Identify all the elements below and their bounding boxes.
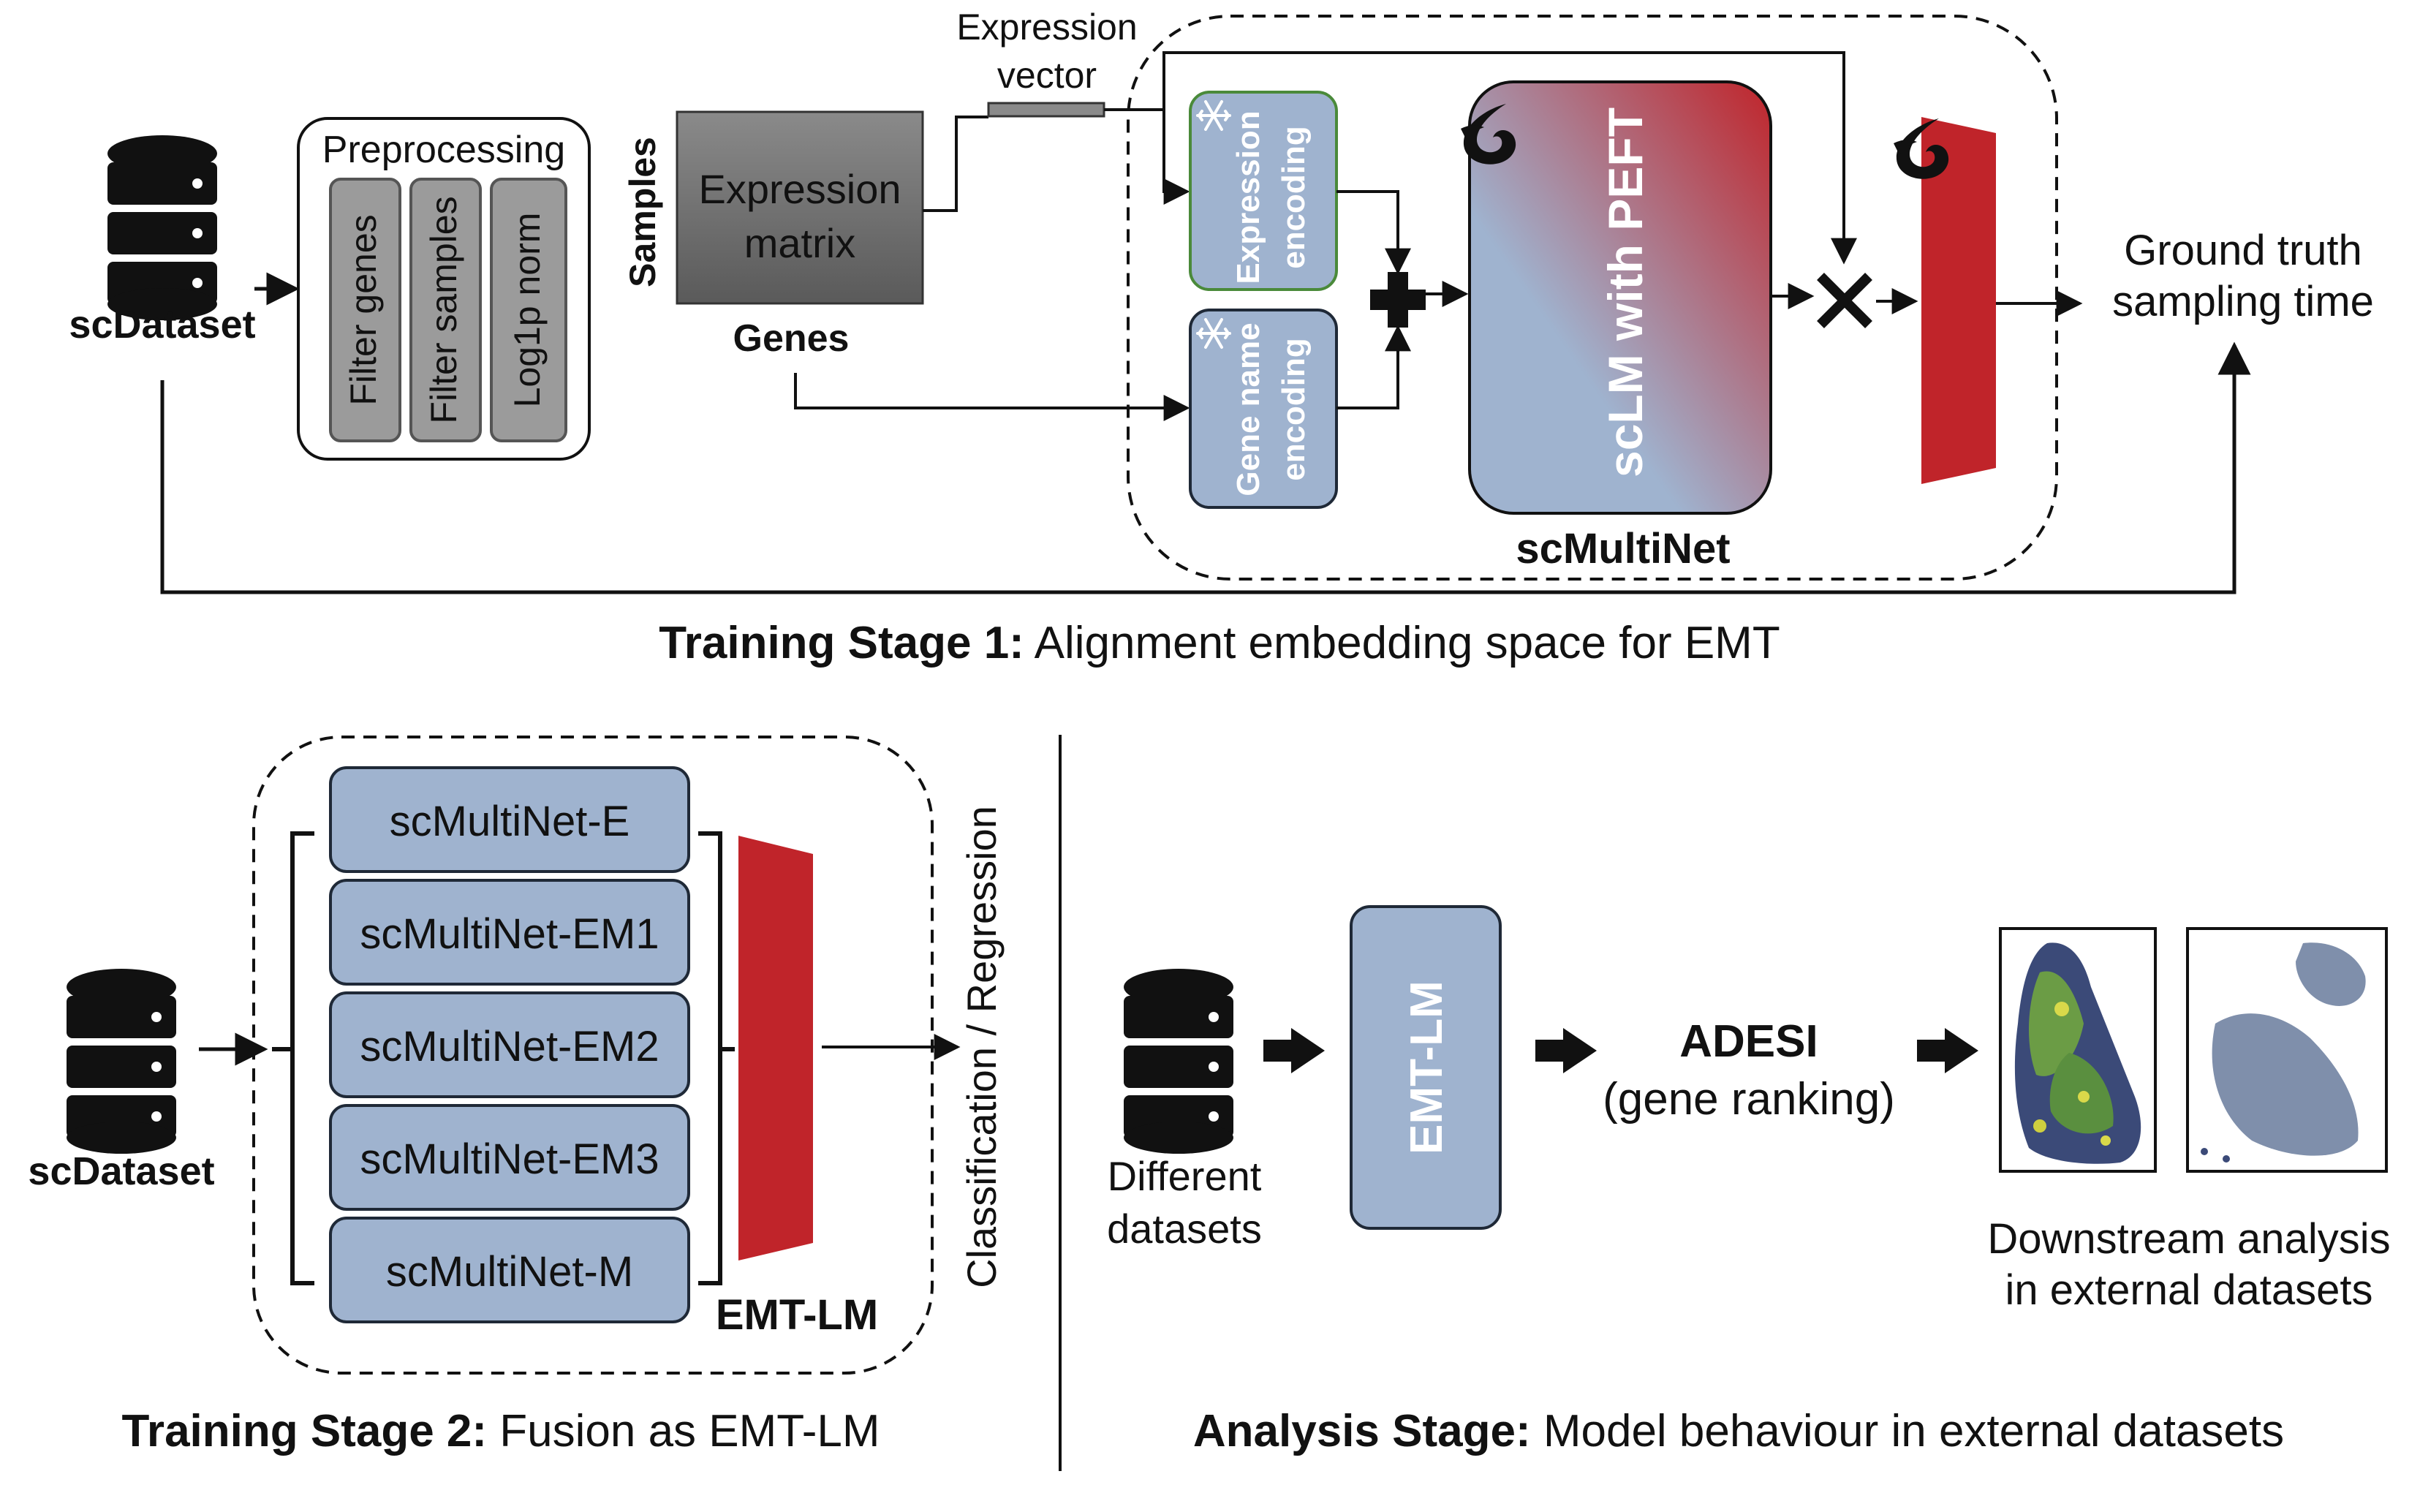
connector: [1336, 190, 1411, 275]
ground-truth-label-2: sampling time: [2112, 278, 2374, 325]
adesi-title: ADESI: [1679, 1016, 1818, 1067]
svg-text:scMultiNet-E: scMultiNet-E: [390, 798, 630, 845]
ground-truth-label-1: Ground truth: [2124, 227, 2362, 274]
svg-text:Log1p norm: Log1p norm: [507, 213, 548, 408]
downstream-label-2: in external datasets: [2005, 1266, 2373, 1314]
expression-vector-label-1: Expression: [956, 7, 1137, 48]
preprocessing-step-log1p-norm: Log1p norm: [490, 178, 567, 442]
model-box-scmultinet-em2: scMultiNet-EM2: [329, 991, 690, 1098]
red-head-stage2: [738, 836, 813, 1260]
svg-text:Gene name: Gene name: [1230, 322, 1266, 496]
emt-lm-analysis-block: EMT-LM: [1350, 905, 1502, 1230]
arrow-icon: [1535, 1028, 1597, 1073]
stage1-caption: Training Stage 1: Alignment embedding sp…: [659, 618, 1780, 668]
model-box-scmultinet-em1: scMultiNet-EM1: [329, 879, 690, 986]
svg-text:EMT-LM: EMT-LM: [1402, 980, 1452, 1154]
spatial-plot-icon: [2014, 942, 2141, 1164]
svg-text:scMultiNet-EM2: scMultiNet-EM2: [360, 1023, 659, 1070]
connector: [794, 373, 1190, 421]
model-box-scmultinet-em3: scMultiNet-EM3: [329, 1104, 690, 1211]
dataset-label: scDataset: [69, 303, 255, 347]
svg-text:encoding: encoding: [1276, 338, 1312, 481]
plus-icon: [1370, 272, 1426, 328]
spatial-plot-icon: [2201, 942, 2366, 1163]
connector: [1162, 51, 1857, 265]
preprocessing-step-filter-samples: Filter samples: [409, 178, 482, 442]
preprocessing-step-filter-genes: Filter genes: [329, 178, 401, 442]
svg-text:scMultiNet-EM3: scMultiNet-EM3: [360, 1135, 659, 1183]
model-box-scmultinet-e: scMultiNet-E: [329, 766, 690, 873]
expression-matrix-label-1: Expression: [698, 166, 901, 212]
arrow-icon: [1917, 1028, 1978, 1073]
right-bracket: [698, 831, 735, 1285]
multiply-icon: [1817, 273, 1872, 328]
samples-label: Samples: [622, 137, 663, 287]
stage2-caption: Training Stage 2: Fusion as EMT-LM: [121, 1406, 880, 1456]
sclm-peft-block: scLM with PEFT: [1468, 80, 1772, 515]
database-icon: [1124, 969, 1233, 1154]
red-head-stage1: [1921, 117, 1996, 484]
expression-encoding-box: Expression encoding: [1189, 91, 1338, 291]
svg-text:Filter samples: Filter samples: [423, 196, 464, 423]
dataset-label-stage2: scDataset: [28, 1149, 214, 1193]
analysis-caption: Analysis Stage: Model behaviour in exter…: [1193, 1406, 2284, 1456]
expression-matrix-label-2: matrix: [744, 220, 855, 266]
scmultinet-label: scMultiNet: [1516, 525, 1730, 572]
connector: [1336, 325, 1411, 409]
svg-text:scMultiNet-M: scMultiNet-M: [386, 1248, 633, 1296]
adesi-subtitle: (gene ranking): [1603, 1074, 1895, 1124]
left-bracket: [272, 831, 314, 1285]
connector: [923, 116, 988, 212]
connector: [160, 341, 2251, 594]
svg-text:scLM with PEFT: scLM with PEFT: [1598, 107, 1652, 477]
downstream-label-1: Downstream analysis: [1987, 1215, 2390, 1263]
connector: [1104, 108, 1190, 205]
expression-vector: [987, 102, 1105, 118]
svg-text:Expression: Expression: [1230, 110, 1266, 284]
emt-lm-label: EMT-LM: [716, 1291, 878, 1339]
svg-text:encoding: encoding: [1276, 126, 1312, 269]
arrow-icon: [1263, 1028, 1325, 1073]
database-icon: [107, 135, 217, 320]
datasets-label-2: datasets: [1107, 1206, 1262, 1252]
emt-lm-container: [252, 736, 934, 1375]
gene-name-encoding-box: Gene name encoding: [1189, 309, 1338, 509]
datasets-label-1: Different: [1108, 1153, 1262, 1199]
genes-label: Genes: [733, 317, 850, 360]
expression-matrix: [676, 110, 924, 305]
expression-vector-label-2: vector: [997, 55, 1097, 96]
svg-text:scMultiNet-EM1: scMultiNet-EM1: [360, 910, 659, 958]
model-box-scmultinet-m: scMultiNet-M: [329, 1217, 690, 1323]
output-label: Classification / Regression: [958, 806, 1005, 1288]
preprocessing-title: Preprocessing: [322, 129, 565, 171]
svg-text:Filter genes: Filter genes: [343, 214, 384, 405]
database-icon: [67, 969, 176, 1154]
